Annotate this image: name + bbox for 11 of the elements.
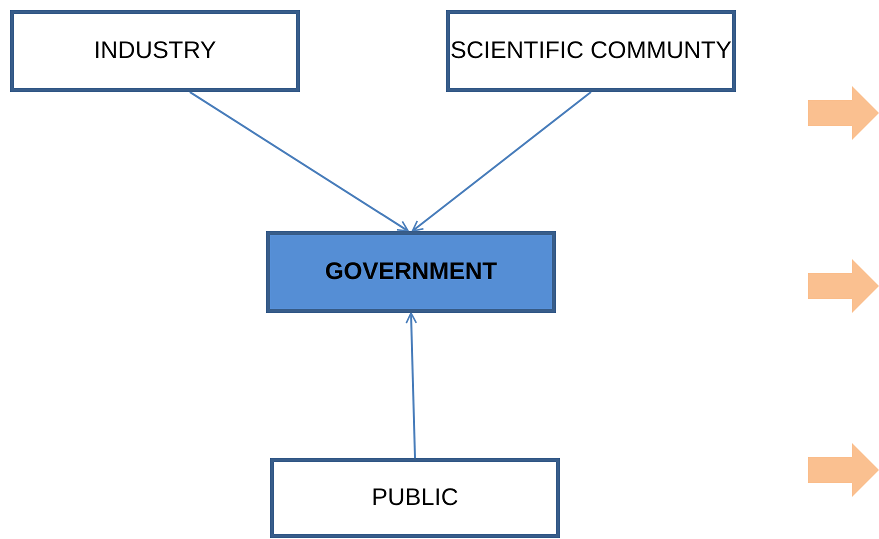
process-box (446, 10, 736, 92)
arrow (405, 312, 418, 458)
box-label: SCIENTIFIC COMMUNTY (450, 36, 732, 66)
process-box (10, 10, 300, 92)
arrow (189, 91, 409, 232)
box-label: INDUSTRY (94, 36, 216, 66)
box-label: GOVERNMENT (324, 257, 497, 288)
arrow (412, 91, 592, 232)
highlighted-process-box (266, 231, 556, 313)
process-box (270, 458, 560, 538)
box-label: PUBLIC (372, 483, 458, 514)
